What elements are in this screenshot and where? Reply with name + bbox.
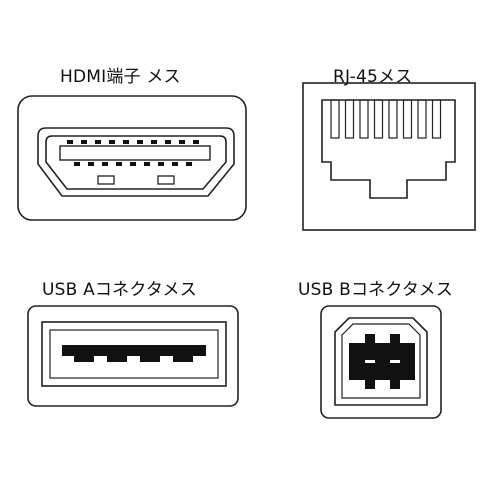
usb-b-contact-block (349, 343, 415, 380)
hdmi-pin-bottom (158, 162, 164, 166)
usb-a-contact-tab (74, 356, 94, 362)
hdmi-pin-top (151, 140, 157, 144)
hdmi-inner-shell (45, 135, 227, 190)
hdmi-outer-shell (37, 127, 235, 197)
usb-a-outer-panel (27, 305, 239, 407)
rj45-contact-slot (431, 99, 442, 139)
rj45-outer-panel (302, 82, 476, 231)
hdmi-pin-bottom (74, 162, 80, 166)
hdmi-pin-bottom (88, 162, 94, 166)
usb-a-contact-tab (107, 356, 127, 362)
hdmi-latch-left (97, 175, 115, 185)
usb-a-contact-tab (140, 356, 160, 362)
hdmi-pin-top (81, 140, 87, 144)
usb-b-shell-inner (341, 323, 421, 399)
usb-a-label: USB Aコネクタメス (42, 280, 197, 300)
hdmi-contact-tongue (59, 145, 211, 161)
rj45-contact-slot (344, 99, 355, 139)
hdmi-pin-bottom (116, 162, 122, 166)
usb-a-shell (41, 321, 227, 387)
hdmi-pin-top (67, 140, 73, 144)
usb-b-gaps (365, 360, 400, 363)
rj45-jack-opening (321, 99, 456, 199)
usb-a-contact-bar (62, 345, 206, 356)
hdmi-pin-top (123, 140, 129, 144)
rj45-female-port-icon (302, 82, 476, 231)
hdmi-pin-bottom (130, 162, 136, 166)
rj45-contact-slot (359, 99, 369, 139)
hdmi-pin-top (137, 140, 143, 144)
usb-b-shell-outer (334, 317, 428, 406)
usb-a-contact-tab (173, 356, 193, 362)
hdmi-female-port-icon (17, 95, 247, 221)
usb-a-shell-inner (49, 329, 219, 379)
hdmi-pin-top (109, 140, 115, 144)
usb-b-pins (365, 334, 400, 389)
hdmi-pin-top (95, 140, 101, 144)
rj45-contact-slot (330, 99, 340, 139)
hdmi-latch-right (157, 175, 175, 185)
usb-b-outer-panel (320, 305, 442, 419)
hdmi-pin-top (193, 140, 199, 144)
hdmi-pin-bottom (186, 162, 192, 166)
hdmi-pin-bottom (102, 162, 108, 166)
rj45-label: RJ-45メス (333, 67, 413, 87)
rj45-contact-slot (373, 99, 384, 139)
rj45-contact-slot (402, 99, 413, 139)
hdmi-pin-bottom (172, 162, 178, 166)
usb-b-female-port-icon (320, 305, 442, 419)
hdmi-pin-bottom (144, 162, 150, 166)
hdmi-label: HDMI端子 メス (60, 67, 181, 87)
rj45-contact-slot (388, 99, 398, 139)
rj45-pins (330, 99, 442, 139)
hdmi-pin-top (179, 140, 185, 144)
hdmi-pin-top (165, 140, 171, 144)
usb-a-female-port-icon (27, 305, 239, 407)
hdmi-outer-panel (17, 95, 247, 221)
hdmi-pins (67, 140, 199, 166)
usb-a-pins (74, 356, 193, 362)
usb-b-label: USB Bコネクタメス (298, 280, 453, 300)
rj45-contact-slot (417, 99, 427, 139)
